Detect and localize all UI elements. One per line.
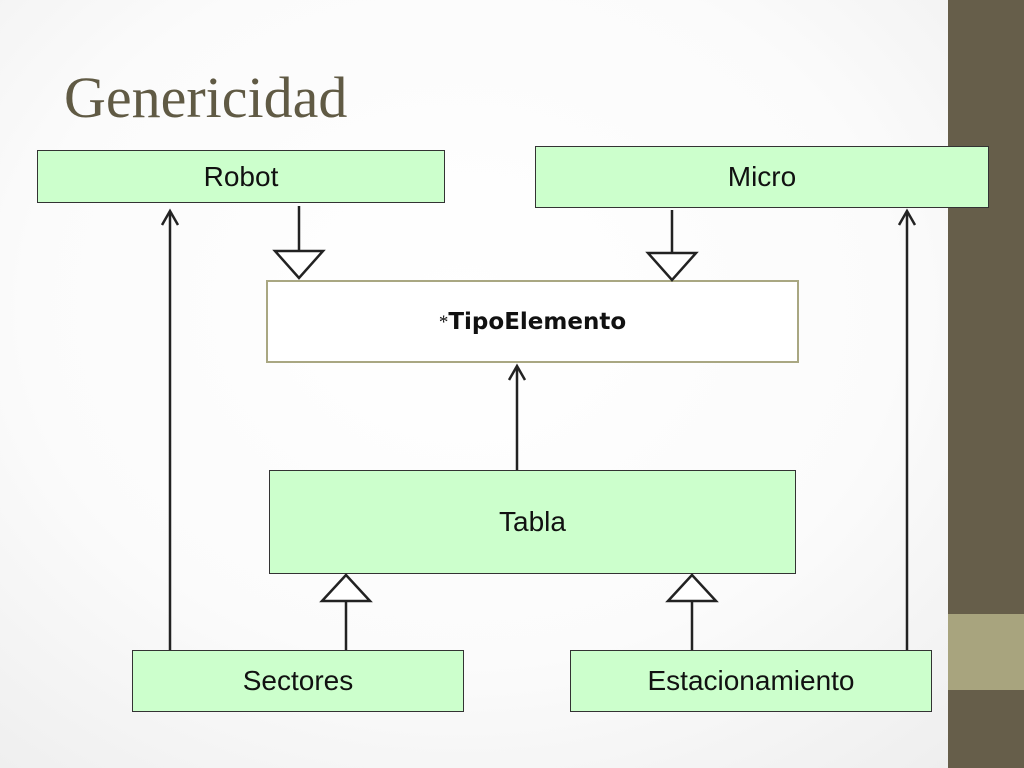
open-arrowhead [507,363,527,381]
hollow-triangle-arrowhead [665,573,719,603]
hollow-triangle-arrowhead [319,573,373,603]
class-box-tabla: Tabla [269,470,796,574]
sidebar-accent-block [948,614,1024,690]
template-parameter-marker: * [438,311,449,333]
class-box-micro: Micro [535,146,989,208]
class-label-sectores: Sectores [242,665,354,696]
class-label-micro: Micro [727,161,797,192]
class-label-robot: Robot [203,160,279,192]
connector-sectores-tabla [319,573,373,650]
connector-robot-tipoelemento [272,206,326,280]
slide-title: Genericidad [64,65,348,130]
class-box-robot: Robot [37,150,445,203]
hollow-triangle-arrowhead [272,249,326,280]
open-arrowhead [897,208,917,226]
class-label-estacionamiento: Estacionamiento [647,665,855,696]
class-label-tabla: Tabla [499,506,566,537]
connector-sectores-robot [160,208,180,650]
class-box-sectores: Sectores [132,650,464,712]
connector-tabla-tipoelemento [507,363,527,470]
hollow-triangle-arrowhead [645,251,699,282]
connector-micro-tipoelemento [645,210,699,282]
open-arrowhead [160,208,180,226]
connector-estacionamiento-micro [897,208,917,650]
class-box-estacionamiento: Estacionamiento [570,650,932,712]
class-box-tipoelemento: *TipoElemento [266,280,799,363]
connector-estacionamiento-tabla [665,573,719,650]
class-label-tipoelemento: TipoElemento [448,308,627,335]
